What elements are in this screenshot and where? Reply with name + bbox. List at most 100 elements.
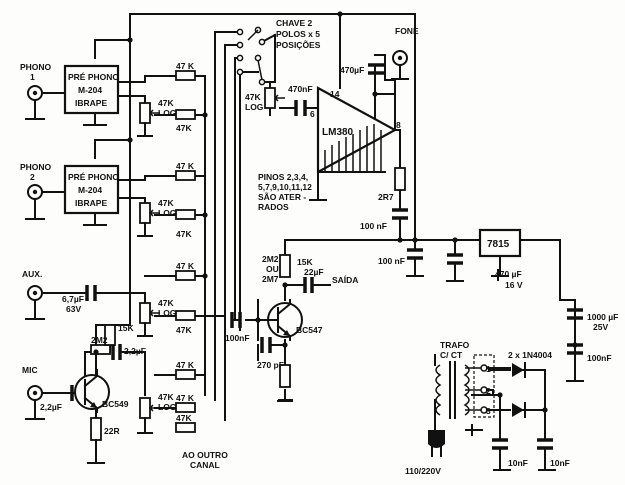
cap-100nf-supply [407, 248, 423, 260]
label-15k-bias: 15K [297, 257, 313, 267]
label-bc547: BC547 [296, 325, 323, 335]
preamp1-line2: M-204 [78, 85, 102, 95]
label-fone: FONE [395, 26, 419, 36]
label-tap-1: 1 [486, 364, 491, 374]
label-15k-mic: 15K [118, 323, 134, 333]
pot-aux [137, 302, 160, 337]
resistor-emitter [279, 364, 291, 388]
label-bc549: BC549 [102, 399, 129, 409]
pins-note-2: 5,7,9,10,11,12 [258, 182, 312, 192]
label-r3b: 47K [176, 325, 192, 335]
switch-line3: POSIÇÕES [276, 40, 321, 50]
resistor-2m2-mic [90, 344, 111, 355]
preamp2-line1: PRÉ PHONO [68, 172, 119, 182]
pot-master [264, 87, 285, 109]
pot2-log: LOG [158, 208, 177, 218]
label-2u2-stage: 2,2µF [124, 346, 146, 356]
resistor-15k-mic [104, 324, 116, 346]
label-2m2ou-2: OU [266, 264, 279, 274]
ic-pin6: 6 [310, 109, 315, 119]
resistor-47k-4c [175, 422, 196, 433]
pot3-val: 47K [158, 298, 174, 308]
transformer [434, 354, 511, 431]
label-phono1-a: PHONO [20, 62, 52, 72]
label-22r: 22R [104, 426, 120, 436]
cap-270pf [260, 337, 272, 353]
label-aux: AUX. [22, 269, 42, 279]
resistor-47k-1a [175, 70, 196, 81]
label-r4c: 47K [176, 413, 192, 423]
label-22uf: 22µF [304, 267, 324, 277]
resistor-47k-2a [175, 170, 196, 181]
mains-plug [428, 430, 445, 457]
label-7815: 7815 [487, 239, 510, 250]
label-mic: MIC [22, 365, 38, 375]
ic-pin8: 8 [396, 120, 401, 130]
jack-mic [25, 385, 45, 420]
label-100nf-zobel: 100 nF [360, 221, 387, 231]
label-270pf: 270 pF [257, 360, 284, 370]
label-2u2-mic: 2,2µF [40, 402, 62, 412]
label-470nf: 470nF [288, 84, 313, 94]
pot-mic [137, 397, 160, 434]
preamp1-line1: PRÉ PHONO [68, 72, 119, 82]
cap-22uf-out [303, 277, 314, 293]
regulator-7815 [478, 228, 522, 258]
jack-phono-2 [25, 184, 45, 220]
switch-line2: POLOS x 5 [276, 29, 320, 39]
resistor-2m2-bias [279, 254, 291, 278]
label-r4a: 47 K [176, 360, 195, 370]
label-r2b: 47K [176, 229, 192, 239]
label-100nf-psu: 100nF [587, 353, 612, 363]
label-outro-2: CANAL [190, 460, 220, 470]
junctions [93, 11, 578, 413]
label-r1a: 47 K [176, 61, 195, 71]
label-2m2ou-1: 2M2 [262, 254, 279, 264]
label-r3a: 47 K [176, 261, 195, 271]
resistor-47k-1b [175, 109, 196, 120]
label-100nf-in: 100nF [225, 333, 250, 343]
label-r1b: 47K [176, 123, 192, 133]
preamp2-line3: IBRAPE [75, 198, 107, 208]
pot4-log: LOG [158, 402, 177, 412]
label-6u7-a: 6,7µF [62, 294, 84, 304]
pins-note-4: RADOS [258, 202, 289, 212]
selector-switch [236, 26, 266, 86]
cap-10nf-a [492, 438, 508, 450]
transistor-bc549 [74, 369, 110, 413]
resistor-47k-4b [175, 402, 196, 413]
pot1-val: 47K [158, 98, 174, 108]
rectifier-diodes [512, 362, 526, 418]
pot2-val: 47K [158, 198, 174, 208]
label-diodes: 2 x 1N4004 [508, 350, 552, 360]
cap-6u7 [85, 285, 97, 301]
label-470uf16-a: 470 µF [495, 269, 522, 279]
pot-master-val: 47K [245, 92, 261, 102]
ic-name: LM380 [322, 127, 354, 138]
label-2m2ou-3: 2M7 [262, 274, 279, 284]
label-saida: SAÍDA [332, 275, 358, 285]
label-100nf-supply: 100 nF [378, 256, 405, 266]
preamp-2-box [63, 164, 120, 215]
preamp-1-box [63, 64, 120, 115]
label-phono2-b: 2 [30, 172, 35, 182]
label-trafo-1: TRAFO [440, 340, 470, 350]
label-r4b: 47 K [176, 393, 195, 403]
jack-aux [25, 285, 45, 320]
label-470uf16-b: 16 V [505, 280, 523, 290]
label-1000uf-a: 1000 µF [587, 312, 618, 322]
label-2r7: 2R7 [378, 192, 394, 202]
label-2m2-mic: 2M2 [91, 335, 108, 345]
cap-100nf-zobel [392, 208, 408, 220]
wiring [41, 13, 576, 471]
resistor-47k-3a [175, 270, 196, 281]
resistor-47k-3b [175, 310, 196, 321]
cap-100nf-in [230, 312, 242, 328]
lm380-amplifier [309, 86, 398, 201]
cap-470uf-out [368, 63, 385, 75]
label-trafo-2: C/ CT [440, 350, 463, 360]
labels: PHONO 1 PHONO 2 AUX. MIC PRÉ PHONO M-204… [20, 18, 618, 476]
pot-phono-2 [137, 202, 160, 237]
pot3-log: LOG [158, 308, 177, 318]
